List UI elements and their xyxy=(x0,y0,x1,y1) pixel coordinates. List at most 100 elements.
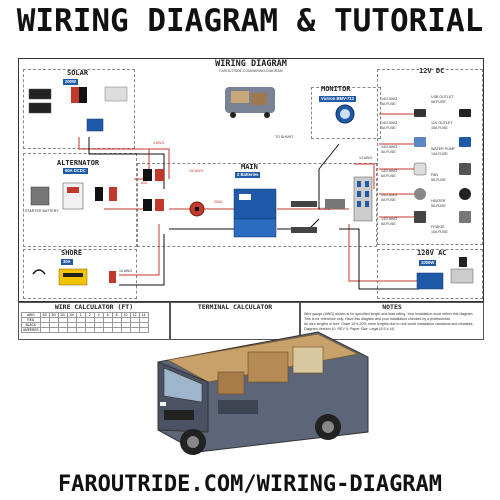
wiring-board: WIRING DIAGRAM FAROUTRIDE.COM/WIRING-DIA… xyxy=(18,58,484,302)
alt-fuse-tag: 60A xyxy=(141,181,148,185)
house-battery-2 xyxy=(233,218,277,238)
house-battery-1 xyxy=(233,188,277,220)
positive-wires xyxy=(78,113,419,282)
main-section xyxy=(137,163,377,247)
fuse-block-icon xyxy=(353,176,373,222)
busbar-negative xyxy=(291,227,317,233)
busbar-positive xyxy=(291,201,317,207)
alternator-section xyxy=(23,153,137,247)
dc-load-right-6-fuse: 10A FUSE xyxy=(431,230,448,234)
inverter-negative-wire xyxy=(339,228,419,290)
dc-load-left-4: 14/2 AWG xyxy=(381,169,398,173)
board-title: WIRING DIAGRAM xyxy=(215,59,287,69)
notes-line: This is for reference only. Have this di… xyxy=(304,317,451,321)
page-title: WIRING DIAGRAM & TUTORIAL xyxy=(16,3,484,39)
inverter-icon xyxy=(416,272,444,290)
dc-load-right-2: 12V OUTLET xyxy=(431,121,453,125)
main-fuse-tag: 250A xyxy=(214,200,223,204)
shore-amps-label: 30A xyxy=(61,259,73,265)
wire-calc-row-red: RED xyxy=(21,317,149,323)
notes-title: NOTES xyxy=(382,303,402,311)
shore-negative-wire xyxy=(119,234,165,286)
dc-load-left-4-fuse: 5A FUSE xyxy=(381,174,396,178)
shore-positive-wire xyxy=(119,224,160,276)
monitor-label: MONITOR xyxy=(321,85,351,93)
van-mini-illustration xyxy=(225,87,275,118)
monitor-wire xyxy=(318,143,340,209)
wire-calculator-title: WIRE CALCULATOR (FT) xyxy=(54,303,134,311)
dc-load-left-2-fuse: 5A FUSE xyxy=(381,126,396,130)
dc-load-right-1: USB OUTLET xyxy=(431,95,454,99)
shore-section xyxy=(23,249,137,299)
dc-load-right-5: HEATER xyxy=(431,199,446,203)
bottom-area: WIRE CALCULATOR (FT) AWG 4/0 3/0 2/0 1/0… xyxy=(18,302,484,466)
notes-line: All wire lengths in feet. Order 10%-20% … xyxy=(304,322,474,326)
solar-watts-label: 200W xyxy=(63,79,78,85)
shore-components xyxy=(32,268,116,286)
board-subtitle: FAROUTRIDE.COM/WIRING-DIAGRAM xyxy=(219,69,283,73)
dc-load-right-3-fuse: 10A FUSE xyxy=(431,152,448,156)
wire-10awg-tag: 10 AWG xyxy=(119,269,133,273)
wire-calc-row-amperes: AMPERES xyxy=(21,327,149,333)
dc-load-left-5: 14/2 AWG xyxy=(381,193,398,197)
terminal-calculator-panel: TERMINAL CALCULATOR xyxy=(170,302,300,340)
dc-load-right-1-fuse: 5A FUSE xyxy=(431,100,446,104)
shore-label: SHORE xyxy=(61,249,83,257)
dc-load-left-3: 14/2 AWG xyxy=(381,145,398,149)
starter-battery-tag: STARTER BATTERY xyxy=(25,209,59,213)
wiring-graphics xyxy=(28,86,474,290)
monitor-section xyxy=(311,87,381,139)
dc-load-left-2: 14/2 AWG xyxy=(381,121,398,125)
footer-url[interactable]: FAROUTRIDE.COM/WIRING-DIAGRAM xyxy=(57,472,443,497)
solar-positive-wire xyxy=(78,137,170,179)
to-shunt-tag: TO SHUNT xyxy=(275,135,294,139)
terminal-calculator-title: TERMINAL CALCULATOR xyxy=(197,303,273,311)
ac-section xyxy=(377,249,483,299)
dc-load-left-1: 14/2 AWG xyxy=(381,97,398,101)
solar-charge-controller xyxy=(86,118,104,132)
wire-4awg-tag: 4 AWG xyxy=(153,141,165,145)
alternator-amps-label: 60A DCDC xyxy=(63,168,88,174)
dc-load-right-2-fuse: 15A FUSE xyxy=(431,126,448,130)
laptop-icon xyxy=(450,268,474,284)
main-components xyxy=(143,169,345,238)
shunt-icon xyxy=(325,199,345,209)
van-illustration xyxy=(157,331,369,455)
monitor-model-label: Victron BMV-712 xyxy=(319,96,356,102)
wire-14awg-tag: 14 AWG xyxy=(359,156,373,160)
dc-load-icons xyxy=(413,109,471,223)
dc-section xyxy=(377,69,483,245)
main-label: MAIN xyxy=(241,163,258,171)
dc-label: 12V DC xyxy=(419,67,445,75)
solar-negative-wire xyxy=(88,137,165,189)
wire-calculator-table: AWG 4/0 3/0 2/0 1/0 1 2 4 6 8 10 12 14 R… xyxy=(21,312,149,333)
inverter-positive-wire xyxy=(348,224,419,282)
dcdc-charger-icon xyxy=(62,182,84,210)
dc-load-right-5-fuse: 5A FUSE xyxy=(431,204,446,208)
dc-feed-positive-wire xyxy=(354,163,375,189)
dc-load-right-4: FAN xyxy=(431,173,438,177)
dc-load-left-3-fuse: 5A FUSE xyxy=(381,150,396,154)
header-banner: WIRING DIAGRAM & TUTORIAL xyxy=(0,0,500,52)
ac-outlet-icon xyxy=(459,257,467,267)
alternator-label: ALTERNATOR xyxy=(57,159,100,167)
dc-load-left-5-fuse: 5A FUSE xyxy=(381,198,396,202)
dc-load-left-6-fuse: 5A FUSE xyxy=(381,222,396,226)
dc-load-right-6: FRIDGE xyxy=(431,225,445,229)
notes-line: Wire gauge (AWG) shown is for specified … xyxy=(304,312,474,316)
main-batteries-label: 2 Batteries xyxy=(235,172,261,178)
inverter-watts-label: 1000W xyxy=(419,260,437,266)
notes-panel: NOTES Wire gauge (AWG) shown is for spec… xyxy=(300,302,484,340)
alternator-components xyxy=(30,182,117,210)
solar-panels xyxy=(28,86,128,132)
dc-load-left-1-fuse: 5A FUSE xyxy=(381,102,396,106)
wire-2awg-tag: 2/0 AWG xyxy=(189,169,204,173)
notes-line: Diagram Version 10, REV 5. Paper Size: L… xyxy=(304,327,395,331)
dc-load-right-4-fuse: 5A FUSE xyxy=(431,178,446,182)
solar-label: SOLAR xyxy=(67,69,89,77)
wire-calculator-panel: WIRE CALCULATOR (FT) AWG 4/0 3/0 2/0 1/0… xyxy=(18,302,170,340)
dc-load-right-3: WATER PUMP xyxy=(431,147,455,151)
footer: FAROUTRIDE.COM/WIRING-DIAGRAM xyxy=(0,470,500,500)
starter-battery-icon xyxy=(30,186,50,206)
shore-power-cord xyxy=(32,269,46,275)
